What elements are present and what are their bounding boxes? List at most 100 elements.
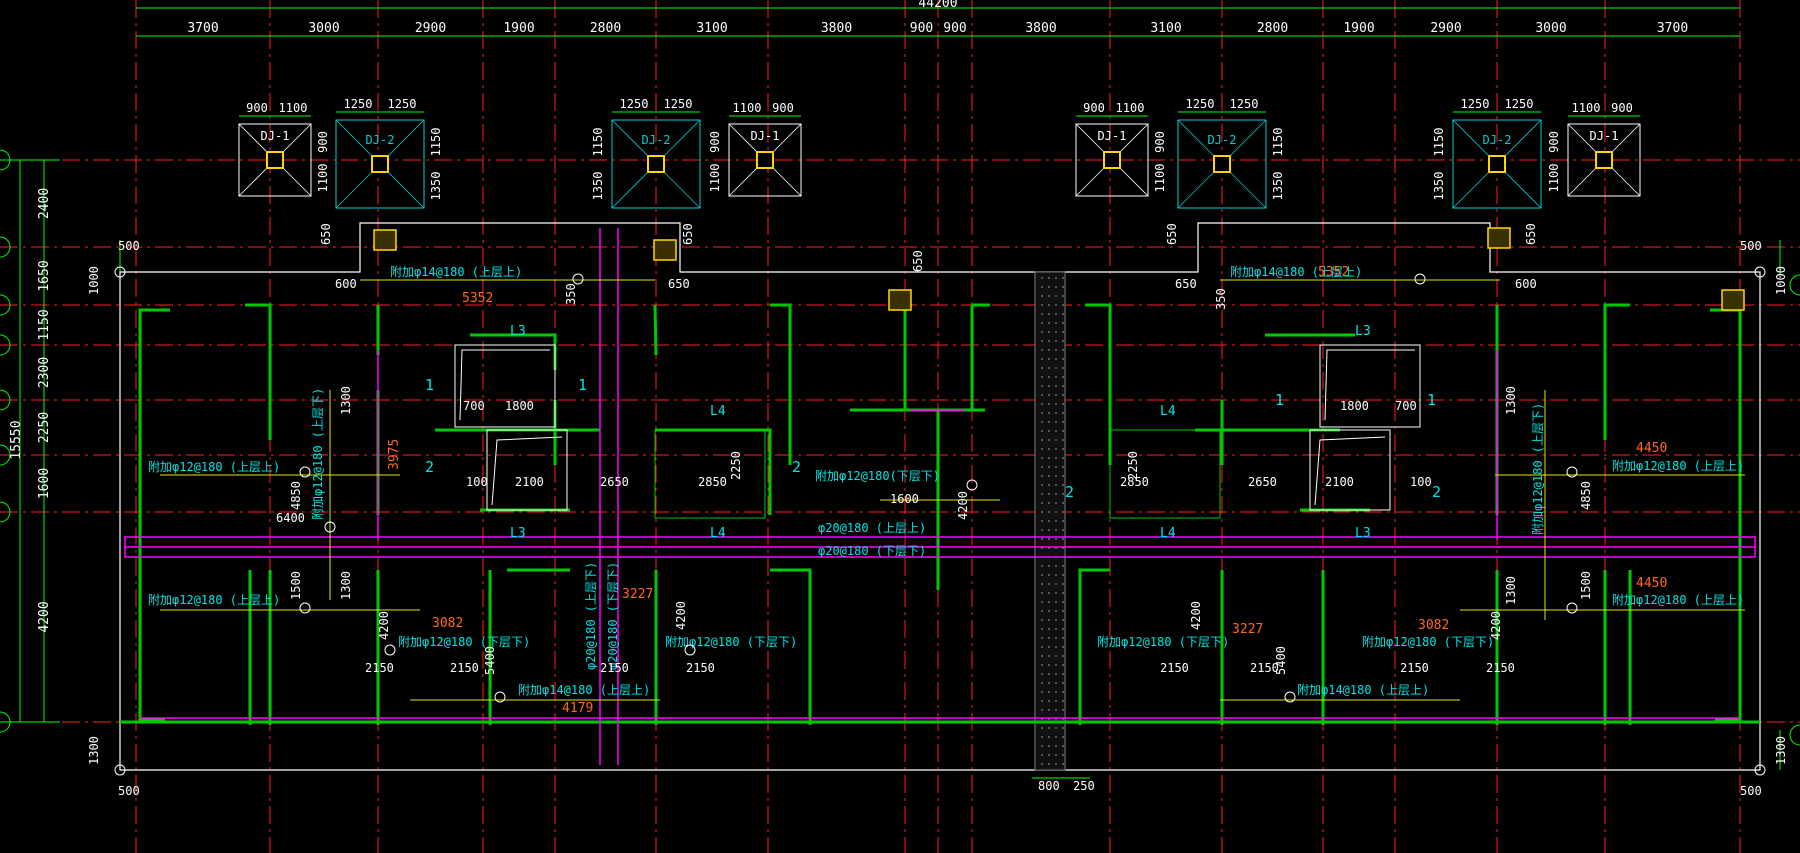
hatch-dot bbox=[1062, 763, 1064, 765]
hatch-dot bbox=[1055, 637, 1057, 639]
hatch-dot bbox=[1041, 529, 1043, 531]
hatch-dot bbox=[1041, 349, 1043, 351]
hatch-dot bbox=[1041, 376, 1043, 378]
rebar-note: 附加φ12@180 (下层下) bbox=[1097, 635, 1229, 649]
left-span-dimension: 2250 bbox=[37, 412, 52, 443]
rebar-note: φ20@180 (下层下) bbox=[818, 544, 926, 558]
hatch-dot bbox=[1041, 709, 1043, 711]
rebar-note: 附加φ12@180 (上层下) bbox=[311, 388, 325, 520]
rebar-note: 附加φ14@180 (上层上) bbox=[1297, 683, 1429, 697]
orange-dim: 3975 bbox=[387, 439, 402, 470]
hatch-dot bbox=[1041, 493, 1043, 495]
hatch-dot bbox=[1041, 520, 1043, 522]
hatch-dot bbox=[1062, 709, 1064, 711]
dim-650: 650 bbox=[1165, 223, 1179, 245]
footing-width-dim: 1250 bbox=[388, 97, 417, 111]
footing-width-dim: 900 bbox=[1611, 101, 1633, 115]
column-pedestal bbox=[756, 151, 774, 169]
rebar-note: 附加φ12@180 (上层下) bbox=[1531, 403, 1545, 535]
footing-height-dim: 1350 bbox=[1271, 172, 1285, 201]
hatch-dot bbox=[1062, 511, 1064, 513]
hatch-dot bbox=[1062, 331, 1064, 333]
hatch-dot bbox=[1041, 412, 1043, 414]
top-span-dimension: 1900 bbox=[503, 21, 534, 36]
hatch-dot bbox=[1055, 673, 1057, 675]
hatch-dot bbox=[1062, 574, 1064, 576]
footing-height-dim: 1100 bbox=[1547, 164, 1561, 193]
hatch-dot bbox=[1055, 583, 1057, 585]
hatch-dot bbox=[1048, 313, 1050, 315]
rebar-note: 附加φ12@180 (下层下) bbox=[398, 635, 530, 649]
hatch-dot bbox=[1062, 610, 1064, 612]
dim-2650: 2650 bbox=[600, 475, 629, 489]
top-span-dimension: 900 bbox=[910, 21, 933, 36]
hatch-dot bbox=[1041, 448, 1043, 450]
hatch-dot bbox=[1055, 286, 1057, 288]
hatch-dot bbox=[1041, 646, 1043, 648]
orange-dim: 5352 bbox=[1318, 265, 1349, 280]
footing-width-dim: 1250 bbox=[344, 97, 373, 111]
beam-mark: L4 bbox=[1160, 404, 1176, 419]
footing-outline bbox=[1075, 123, 1149, 197]
hatch-dot bbox=[1048, 286, 1050, 288]
dim-2150: 2150 bbox=[1400, 661, 1429, 675]
rebar-note: 附加φ12@180 (上层上) bbox=[148, 460, 280, 474]
hatch-dot bbox=[1048, 709, 1050, 711]
hatch-dot bbox=[1055, 538, 1057, 540]
dim-1800: 1800 bbox=[505, 399, 534, 413]
footing-height-dim: 1150 bbox=[1432, 128, 1446, 157]
hatch-dot bbox=[1048, 763, 1050, 765]
footing-width-dim: 1100 bbox=[279, 101, 308, 115]
dim-350: 350 bbox=[1214, 288, 1228, 310]
dim-2150: 2150 bbox=[365, 661, 394, 675]
hatch-dot bbox=[1055, 376, 1057, 378]
rebar-note: 附加φ12@180 (上层上) bbox=[1612, 593, 1744, 607]
hatch-dot bbox=[1055, 358, 1057, 360]
hatch-dot bbox=[1048, 511, 1050, 513]
hatch-dot bbox=[1048, 664, 1050, 666]
footing-height-dim: 1350 bbox=[429, 172, 443, 201]
column-pedestal bbox=[266, 151, 284, 169]
orange-dim: 3227 bbox=[1232, 622, 1263, 637]
dim-4200: 4200 bbox=[1489, 611, 1503, 640]
hatch-dot bbox=[1055, 322, 1057, 324]
dim-2250: 2250 bbox=[1126, 451, 1140, 480]
rebar-note: 附加φ12@180 (上层上) bbox=[1612, 459, 1744, 473]
hatch-dot bbox=[1041, 574, 1043, 576]
hatch-dot bbox=[1048, 691, 1050, 693]
top-total-dimension: 44200 bbox=[918, 0, 957, 11]
hatch-dot bbox=[1041, 295, 1043, 297]
hatch-dot bbox=[1048, 628, 1050, 630]
hatch-dot bbox=[1062, 349, 1064, 351]
column-pedestal bbox=[1213, 155, 1231, 173]
rebar-note: 附加φ12@180 (上层上) bbox=[148, 593, 280, 607]
hatch-dot bbox=[1048, 403, 1050, 405]
beam-mark: L3 bbox=[510, 324, 526, 339]
hatch-dot bbox=[1062, 277, 1064, 279]
dim-1300: 1300 bbox=[87, 736, 101, 765]
left-total-dimension: 15550 bbox=[9, 420, 24, 459]
hatch-dot bbox=[1062, 421, 1064, 423]
dim-2150: 2150 bbox=[600, 661, 629, 675]
dim-500: 500 bbox=[1740, 239, 1762, 253]
dim-1300: 1300 bbox=[339, 386, 353, 415]
anchor-points bbox=[114, 266, 1766, 776]
footing-width-dim: 1100 bbox=[733, 101, 762, 115]
hatch-dot bbox=[1062, 394, 1064, 396]
hatch-dot bbox=[1048, 304, 1050, 306]
section-mark: 2 bbox=[792, 458, 801, 476]
hatch-dot bbox=[1055, 403, 1057, 405]
hatch-dot bbox=[1062, 637, 1064, 639]
hatch-dot bbox=[1048, 457, 1050, 459]
hatch-dot bbox=[1055, 430, 1057, 432]
section-marks: 1 1 1 1 2 2 2 2 L3 L3 L3 L3 L4 L4 L4 L4 bbox=[425, 324, 1441, 541]
orange-dim: 3082 bbox=[1418, 618, 1449, 633]
hatch-dot bbox=[1048, 682, 1050, 684]
beam-mark: L4 bbox=[710, 526, 726, 541]
beam-mark: L3 bbox=[1355, 526, 1371, 541]
dim-1300: 1300 bbox=[1504, 576, 1518, 605]
hatch-dot bbox=[1041, 610, 1043, 612]
hatch-dot bbox=[1041, 304, 1043, 306]
